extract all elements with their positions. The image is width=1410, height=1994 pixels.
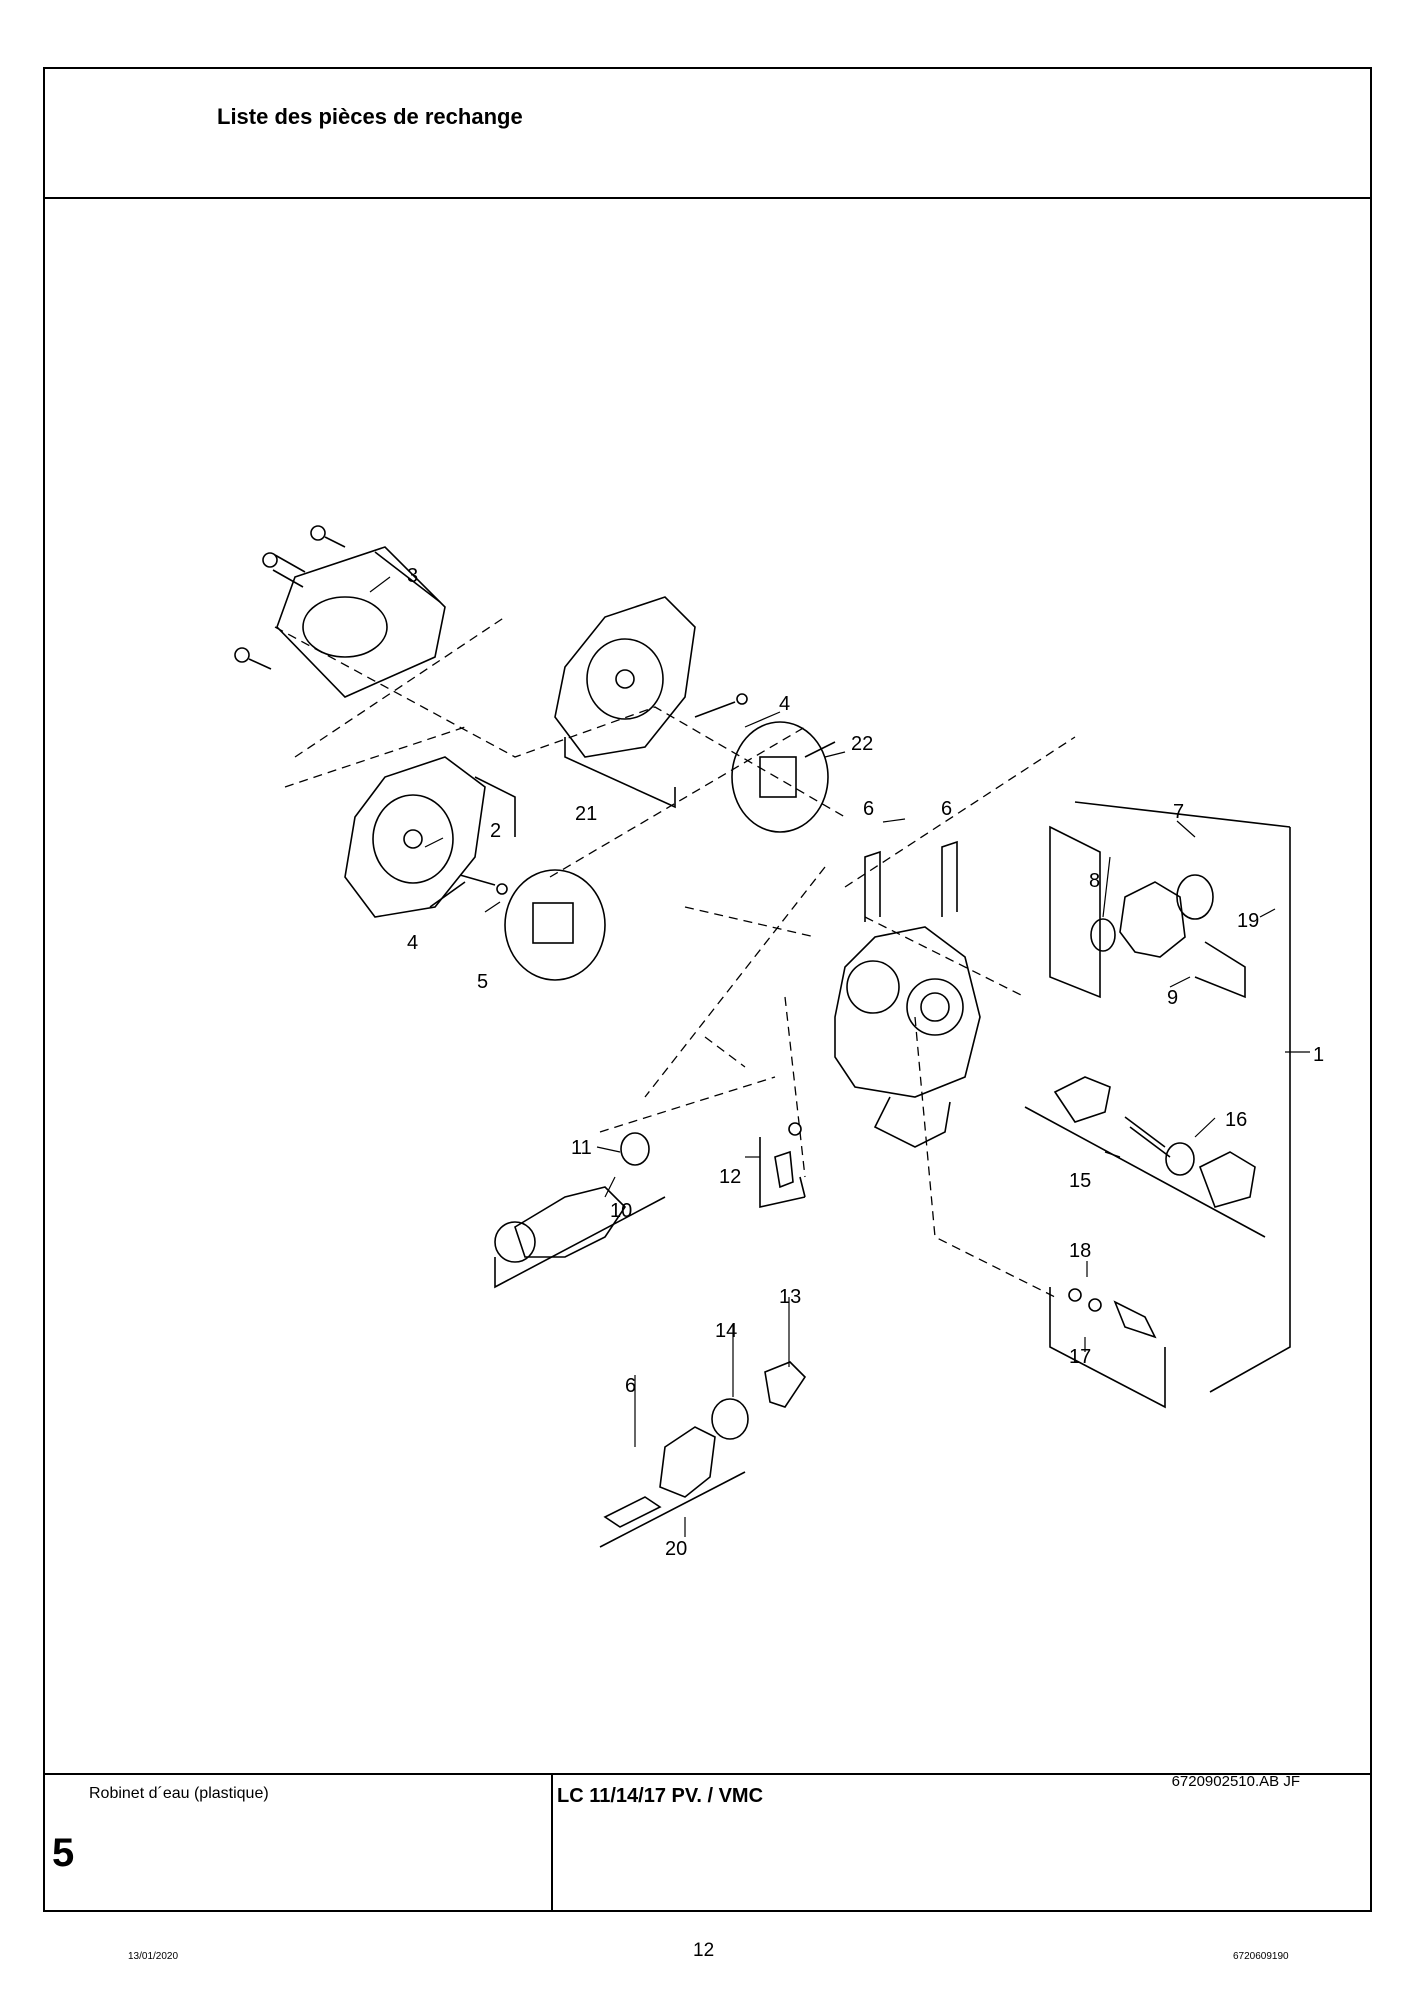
callout-11: 11 [571,1137,592,1159]
pin-set-17 [1049,801,1291,1409]
print-date: 13/01/2020 [128,1951,179,1962]
callout-14: 14 [715,1320,737,1342]
callout-4-lower: 4 [407,932,418,954]
callout-8: 8 [1089,870,1100,892]
model-name: LC 11/14/17 PV. / VMC [557,1785,764,1807]
callout-20: 20 [665,1538,687,1560]
callout-16: 16 [1225,1109,1247,1131]
callout-15: 15 [1069,1170,1091,1192]
callout-6-bottom: 6 [625,1375,636,1397]
section-number: 5 [52,1831,75,1875]
callout-17: 17 [1069,1346,1091,1368]
u-clips-6 [603,840,958,1528]
pin-12 [759,1122,806,1208]
exploded-view-svg: 3 2 4 21 4 22 5 6 6 7 8 19 9 1 11 12 16 … [234,525,1324,1560]
callout-3: 3 [407,565,418,587]
callout-1: 1 [1313,1044,1324,1066]
header: Liste des pièces de rechange [45,69,1370,199]
callout-6-left: 6 [863,798,874,820]
leader-lines [369,576,1310,1537]
callout-19: 19 [1237,910,1259,932]
callout-2: 2 [490,820,501,842]
assembly-guide-lines [274,616,1076,1298]
callout-9: 9 [1167,987,1178,1009]
callout-labels: 3 2 4 21 4 22 5 6 6 7 8 19 9 1 11 12 16 … [407,565,1324,1560]
callout-5: 5 [477,971,488,993]
exploded-view-drawing: 3 2 4 21 4 22 5 6 6 7 8 19 9 1 11 12 16 … [45,197,1370,1790]
callout-6-right: 6 [941,798,952,820]
callout-12: 12 [719,1166,741,1188]
valve-body-1 [834,825,1101,1148]
callout-21: 21 [575,803,597,825]
title-block: Robinet d´eau (plastique) 5 LC 11/14/17 … [45,1773,1370,1910]
fitting-7 [1090,874,1246,999]
callout-18: 18 [1069,1240,1091,1262]
assembly-caption: Robinet d´eau (plastique) [89,1785,269,1802]
diaphragm-5 [504,869,606,981]
callout-4-upper: 4 [779,693,790,715]
page-title: Liste des pièces de rechange [217,104,523,129]
callout-7: 7 [1173,801,1184,823]
diaphragm-22 [731,721,836,833]
diaphragm-cover-2 [344,756,516,918]
title-block-left: Robinet d´eau (plastique) 5 [45,1775,553,1910]
cartridge-10 [494,1132,666,1289]
filter-20 [599,1361,807,1548]
callout-10: 10 [610,1200,632,1222]
spring-assembly-15 [1024,1076,1266,1238]
diaphragm-cover-21 [554,596,748,809]
cover-plate-3 [234,525,446,698]
document-code: 6720609190 [1233,1951,1289,1962]
drawing-reference-code: 6720902510.AB JF [1171,1773,1300,1790]
page-frame: Liste des pièces de rechange [43,67,1372,1912]
page-number: 12 [693,1940,715,1961]
callout-22: 22 [851,733,873,755]
callout-13: 13 [779,1286,801,1308]
